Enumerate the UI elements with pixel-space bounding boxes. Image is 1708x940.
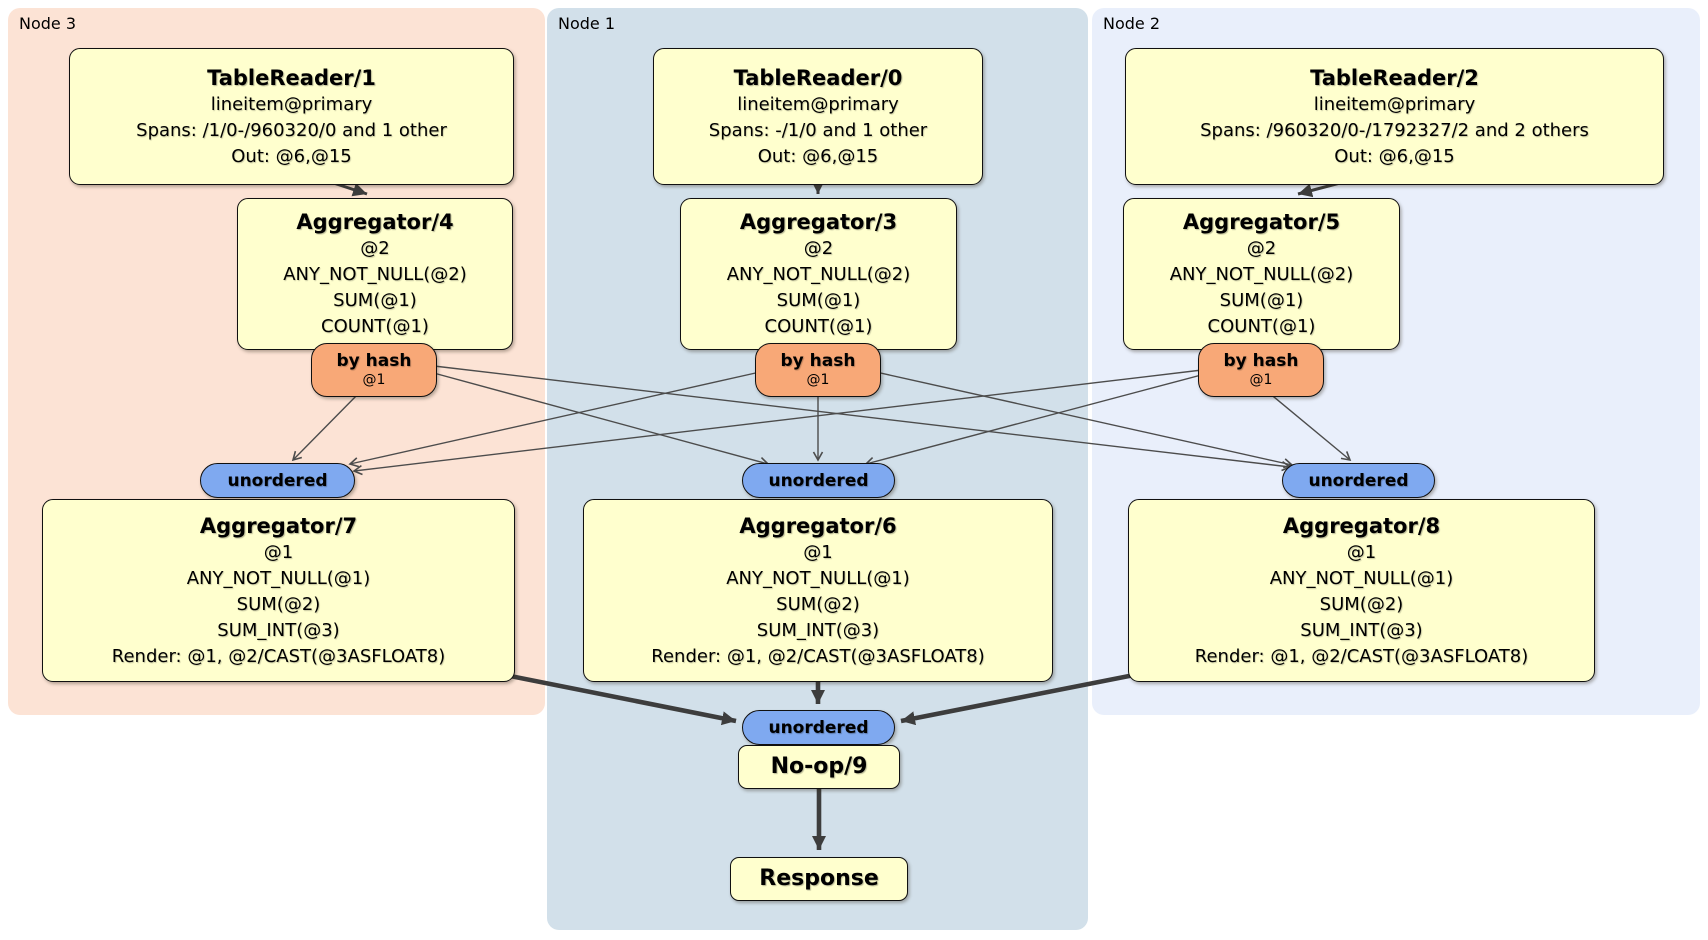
text-line: Render: @1, @2/CAST(@3ASFLOAT8) — [1194, 645, 1529, 667]
edge-hash3-to-unordered3 — [291, 389, 363, 462]
processor-noop9: No-op/9 — [738, 745, 900, 789]
panel-node1-label: Node 1 — [558, 14, 616, 33]
processor-title: Response — [759, 866, 879, 891]
panel-node2-label: Node 2 — [1103, 14, 1161, 33]
text-line: ANY_NOT_NULL(@2) — [283, 264, 467, 285]
text-line: SUM(@1) — [1219, 290, 1304, 311]
text-line: SUM_INT(@3) — [217, 619, 340, 641]
router-detail: @1 — [1249, 372, 1273, 388]
text-line: @2 — [1246, 238, 1277, 259]
text-line: SUM_INT(@3) — [1300, 619, 1423, 641]
text-line: lineitem@primary — [737, 93, 899, 115]
edge-hash1-to-unordered3 — [348, 371, 761, 468]
edge-hash2-to-unordered2 — [1267, 391, 1352, 462]
text-line: Render: @1, @2/CAST(@3ASFLOAT8) — [651, 645, 985, 667]
text-line: Out: @6,@15 — [1334, 145, 1455, 167]
router-label: by hash — [336, 351, 412, 371]
text-line: Out: @6,@15 — [757, 145, 879, 167]
text-line: ANY_NOT_NULL(@1) — [186, 567, 371, 589]
router-by-hash-node3: by hash @1 — [311, 343, 437, 397]
text-line: SUM(@1) — [333, 290, 417, 311]
sync-label: unordered — [227, 470, 328, 491]
text-line: ANY_NOT_NULL(@2) — [1169, 264, 1354, 285]
sync-label: unordered — [768, 717, 869, 738]
text-line: @1 — [263, 541, 294, 563]
text-line: SUM(@2) — [776, 593, 860, 615]
text-line: lineitem@primary — [1313, 93, 1476, 115]
processor-title: Aggregator/3 — [739, 210, 898, 234]
text-line: ANY_NOT_NULL(@1) — [726, 567, 910, 589]
text-line: SUM(@1) — [776, 290, 861, 311]
sync-unordered-final: unordered — [742, 710, 895, 745]
processor-title: Aggregator/5 — [1182, 210, 1341, 234]
text-line: @2 — [360, 238, 390, 259]
text-line: ANY_NOT_NULL(@1) — [1269, 567, 1454, 589]
sync-unordered-node2: unordered — [1282, 463, 1435, 498]
router-label: by hash — [1223, 351, 1299, 371]
text-line: @2 — [803, 238, 834, 259]
sync-label: unordered — [768, 470, 869, 491]
edge-hash2-to-unordered3 — [352, 369, 1203, 476]
sync-unordered-node1: unordered — [742, 463, 895, 498]
text-line: @1 — [803, 541, 833, 563]
sync-unordered-node3: unordered — [200, 463, 355, 498]
processor-title: TableReader/0 — [733, 65, 903, 90]
text-line: lineitem@primary — [210, 93, 373, 115]
processor-title: Aggregator/7 — [199, 513, 358, 538]
text-line: COUNT(@1) — [1207, 316, 1316, 337]
processor-title: TableReader/1 — [207, 65, 376, 90]
panel-node3-label: Node 3 — [19, 14, 77, 33]
text-line: Spans: /960320/0-/1792327/2 and 2 others — [1200, 119, 1589, 141]
edge-hash1-to-unordered2 — [875, 371, 1294, 469]
text-line: SUM(@2) — [1319, 593, 1404, 615]
text-line: SUM(@2) — [236, 593, 321, 615]
text-line: @1 — [1346, 541, 1377, 563]
sync-label: unordered — [1308, 470, 1409, 491]
router-by-hash-node2: by hash @1 — [1198, 343, 1324, 397]
router-detail: @1 — [362, 372, 386, 388]
edge-hash3-to-unordered1 — [429, 371, 770, 468]
processor-title: No-op/9 — [770, 754, 868, 779]
text-line: Out: @6,@15 — [231, 145, 352, 167]
processor-title: Aggregator/6 — [739, 513, 897, 538]
router-detail: @1 — [806, 372, 830, 388]
processor-response: Response — [730, 857, 908, 901]
router-label: by hash — [780, 351, 856, 371]
router-by-hash-node1: by hash @1 — [755, 343, 881, 397]
processor-title: Aggregator/4 — [296, 210, 454, 234]
processor-title: TableReader/2 — [1310, 65, 1479, 90]
edge-hash2-to-unordered1 — [864, 373, 1206, 468]
text-line: COUNT(@1) — [321, 316, 429, 337]
text-line: ANY_NOT_NULL(@2) — [726, 264, 911, 285]
text-line: COUNT(@1) — [764, 316, 873, 337]
text-line: Spans: /1/0-/960320/0 and 1 other — [136, 119, 447, 141]
edge-hash3-to-unordered2 — [433, 365, 1292, 472]
processor-title: Aggregator/8 — [1282, 513, 1441, 538]
text-line: Render: @1, @2/CAST(@3ASFLOAT8) — [111, 645, 446, 667]
text-line: Spans: -/1/0 and 1 other — [708, 119, 928, 141]
text-line: SUM_INT(@3) — [756, 619, 880, 641]
